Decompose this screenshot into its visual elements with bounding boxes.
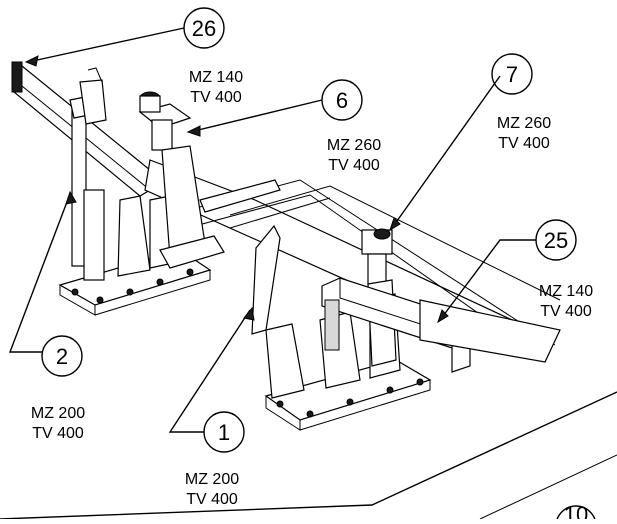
- spec-top-mid-line1: MZ 260: [327, 137, 381, 154]
- spec-top-right-line1: MZ 260: [497, 115, 551, 132]
- leader-lines: [8, 27, 536, 433]
- spec-top-right: MZ 260 TV 400: [497, 115, 551, 152]
- arrowheads: [24, 55, 449, 324]
- spec-right: MZ 140 TV 400: [539, 283, 593, 320]
- callout-1-label: 1: [218, 420, 230, 445]
- callout-1: 1: [203, 411, 245, 453]
- spec-top-left-line1: MZ 140: [189, 69, 243, 86]
- spec-top-right-line2: TV 400: [498, 135, 550, 152]
- spec-top-mid: MZ 260 TV 400: [327, 137, 381, 174]
- spec-top-left-line2: TV 400: [190, 89, 242, 106]
- callout-26-label: 26: [192, 16, 216, 41]
- spec-top-left: MZ 140 TV 400: [189, 69, 243, 106]
- callout-10-label: 10: [564, 502, 588, 519]
- beam-25: [321, 277, 561, 373]
- callout-6-label: 6: [336, 88, 348, 113]
- callout-6: 6: [321, 79, 363, 121]
- spec-bottom-line1: MZ 200: [185, 471, 239, 488]
- floor-lines: [0, 391, 617, 520]
- spec-left-line2: TV 400: [32, 425, 84, 442]
- spec-right-line1: MZ 140: [539, 283, 593, 300]
- callout-10: 10: [555, 502, 597, 524]
- callout-25-label: 25: [544, 228, 568, 253]
- spec-left-line1: MZ 200: [31, 405, 85, 422]
- spec-bottom-line2: TV 400: [186, 491, 238, 508]
- spec-right-line2: TV 400: [540, 303, 592, 320]
- callout-2-label: 2: [56, 344, 68, 369]
- callout-7-label: 7: [506, 62, 518, 87]
- callout-26: 26: [183, 7, 225, 49]
- spec-left: MZ 200 TV 400: [31, 405, 85, 442]
- spec-bottom: MZ 200 TV 400: [185, 471, 239, 508]
- stand-6: [138, 91, 225, 269]
- spec-top-mid-line2: TV 400: [328, 157, 380, 174]
- callout-25: 25: [535, 219, 577, 261]
- callout-7: 7: [491, 53, 533, 95]
- callout-2: 2: [41, 335, 83, 377]
